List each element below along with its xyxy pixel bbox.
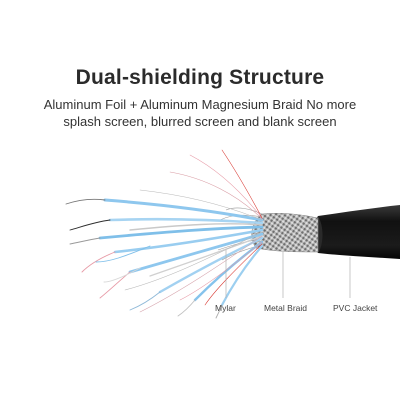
label-mylar: Mylar	[215, 303, 236, 313]
callout-lines	[225, 250, 351, 298]
foil-shielded-pairs	[98, 198, 264, 307]
fine-wires	[124, 149, 263, 313]
inner-conductors	[65, 198, 223, 319]
label-metal-braid: Metal Braid	[264, 303, 307, 313]
heading-subtitle: Aluminum Foil + Aluminum Magnesium Braid…	[0, 96, 400, 130]
subtitle-line-1: Aluminum Foil + Aluminum Magnesium Braid…	[43, 97, 357, 112]
heading-title: Dual-shielding Structure	[75, 66, 325, 89]
label-pvc-jacket: PVC Jacket	[333, 303, 378, 313]
pvc-jacket	[318, 205, 400, 259]
subtitle-line-2: splash screen, blurred screen and blank …	[63, 114, 337, 129]
